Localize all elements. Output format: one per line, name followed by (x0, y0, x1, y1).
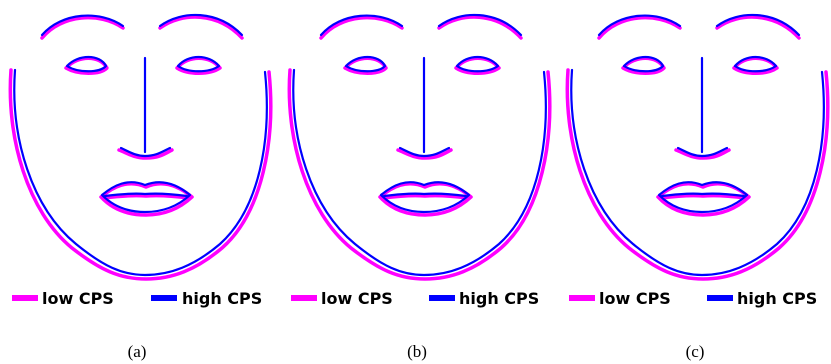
panel-c: low CPS high CPS (c) (567, 15, 827, 361)
legend-a: low CPS high CPS (12, 289, 262, 308)
face-c-high (571, 15, 824, 275)
face-a-high (14, 15, 267, 275)
face-outline-high-cps (14, 15, 267, 275)
face-outline-low-cps (289, 17, 549, 279)
legend-swatch-high (707, 295, 733, 301)
face-c-low (567, 17, 827, 279)
panel-caption-b: (b) (407, 342, 427, 361)
legend-swatch-low (569, 295, 595, 301)
legend-label-low: low CPS (321, 289, 393, 308)
legend-label-low: low CPS (42, 289, 114, 308)
panel-b: low CPS high CPS (b) (289, 15, 549, 361)
legend-swatch-low (291, 295, 317, 301)
panel-caption-c: (c) (686, 342, 705, 361)
panel-caption-a: (a) (128, 342, 147, 361)
face-outline-high-cps (293, 15, 546, 275)
face-b-high (293, 15, 546, 275)
legend-swatch-high (151, 295, 177, 301)
face-b-low (289, 17, 549, 279)
face-a-low (10, 17, 270, 279)
legend-label-high: high CPS (182, 289, 262, 308)
face-outline-high-cps (571, 15, 824, 275)
face-outline-low-cps (567, 17, 827, 279)
legend-label-high: high CPS (737, 289, 817, 308)
legend-b: low CPS high CPS (291, 289, 539, 308)
legend-label-high: high CPS (459, 289, 539, 308)
legend-swatch-high (429, 295, 455, 301)
legend-label-low: low CPS (599, 289, 671, 308)
face-outline-low-cps (10, 17, 270, 279)
panel-a: low CPS high CPS (a) (10, 15, 270, 361)
legend-swatch-low (12, 295, 38, 301)
legend-c: low CPS high CPS (569, 289, 817, 308)
